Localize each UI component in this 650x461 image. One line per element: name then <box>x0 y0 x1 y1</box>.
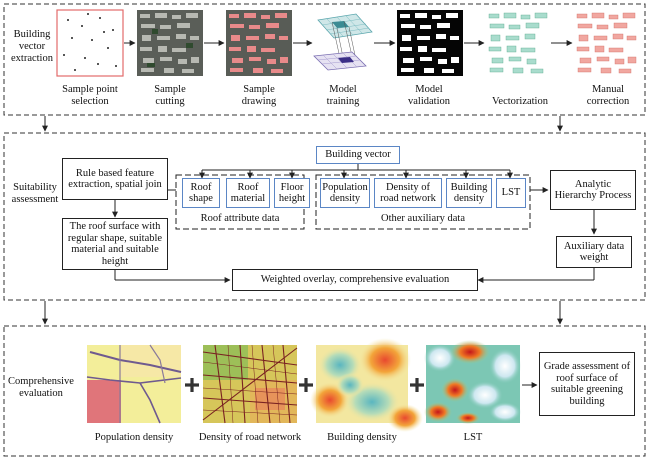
step-label-model-training: Model training <box>326 84 360 107</box>
stage2-label: Suitability assessment <box>11 182 59 205</box>
sample-drawing-thumbnail <box>226 10 292 76</box>
step-label-sample-drawing: Sample drawing <box>241 84 277 107</box>
auxiliary-data-group <box>315 174 531 230</box>
map-label-road-network: Density of road network <box>198 432 302 443</box>
map-label-building-density: Building density <box>327 432 397 443</box>
population-density-box: Population density <box>320 178 370 208</box>
building-density-map <box>310 338 423 432</box>
auxiliary-weight-box: Auxiliary data weight <box>556 236 632 268</box>
floor-height-box: Floor height <box>274 178 310 208</box>
building-vector-box: Building vector <box>316 146 400 164</box>
roof-attribute-group-label: Roof attribute data <box>200 213 280 224</box>
manual-correction-thumbnail <box>574 10 640 76</box>
roof-shape-box: Roof shape <box>182 178 220 208</box>
stage2-frame <box>3 132 646 301</box>
sample-point-thumbnail <box>56 9 124 77</box>
step-label-sample-point-selection: Sample point selection <box>62 84 118 107</box>
plus-icons <box>185 378 424 392</box>
weighted-overlay-box: Weighted overlay, comprehensive evaluati… <box>232 269 478 291</box>
model-validation-thumbnail <box>397 10 463 76</box>
road-network-density-map <box>202 344 298 424</box>
step-label-sample-cutting: Sample cutting <box>154 84 186 107</box>
ahp-box: Analytic Hierarchy Process <box>550 170 636 210</box>
lst-map <box>424 340 521 424</box>
step-label-model-validation: Model validation <box>408 84 450 107</box>
stage1-label: Building vector extraction <box>11 29 53 64</box>
roof-surface-box: The roof surface with regular shape, sui… <box>62 218 168 270</box>
building-density-box: Building density <box>446 178 492 208</box>
model-training-thumbnail <box>313 13 373 71</box>
lst-box: LST <box>496 178 526 208</box>
map-label-lst: LST <box>463 432 483 443</box>
step-label-manual-correction: Manual correction <box>586 84 630 107</box>
stage1-frame <box>3 3 646 116</box>
grade-assessment-box: Grade assessment of roof surface of suit… <box>539 352 635 416</box>
stage-transition-arrows <box>42 116 563 325</box>
stage3-frame <box>3 325 646 457</box>
step-label-vectorization: Vectorization <box>492 96 548 107</box>
roof-material-box: Roof material <box>226 178 270 208</box>
rule-extraction-box: Rule based feature extraction, spatial j… <box>62 158 168 200</box>
stage3-label: Comprehensive evaluation <box>8 376 74 399</box>
population-density-map <box>86 344 182 424</box>
auxiliary-group-label: Other auxiliary data <box>381 213 465 224</box>
vectorization-thumbnail <box>486 10 550 76</box>
stage2-connectors <box>112 164 597 283</box>
map-label-population-density: Population density <box>94 432 174 443</box>
sample-cutting-thumbnail <box>137 10 203 76</box>
road-network-density-box: Density of road network <box>374 178 442 208</box>
